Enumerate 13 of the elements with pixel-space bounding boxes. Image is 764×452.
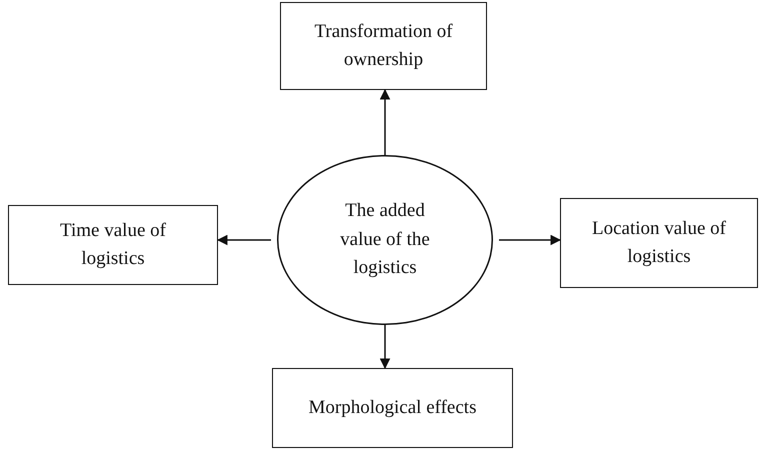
process-box: [272, 368, 513, 448]
node-label: Transformation of ownership: [313, 20, 454, 72]
process-box: [8, 205, 218, 285]
node-label: Morphological effects: [308, 396, 476, 420]
process-box: [560, 198, 758, 288]
node-label: Time value of logistics: [59, 218, 167, 271]
arrow: [380, 325, 390, 370]
process-box: [280, 2, 487, 90]
arrow: [216, 234, 271, 246]
node-label: The added value of the logistics: [339, 199, 431, 280]
node-label: Location value of logistics: [590, 216, 727, 269]
arrow: [499, 234, 562, 246]
arrow: [380, 88, 390, 155]
